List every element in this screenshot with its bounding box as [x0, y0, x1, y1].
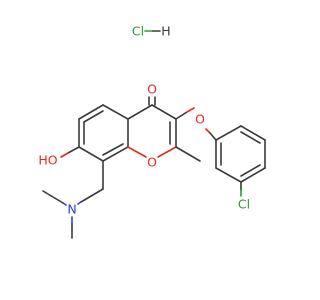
hcl-cl-label: Cl [132, 24, 144, 39]
ether-bond-2 [209, 132, 217, 141]
ether-bond-2o [205, 128, 211, 134]
amine-n-label: N [67, 202, 76, 217]
carbonyl-o-label: O [147, 82, 157, 97]
methyl-bond [175, 146, 201, 162]
ch2-n-bond [80, 188, 104, 203]
chlorophenyl-ring [215, 125, 266, 183]
ether-o-label: O [195, 112, 205, 127]
ch2-n-bond-n [77, 201, 82, 205]
n-me1-bond [42, 190, 64, 204]
hcl-h-label: H [161, 24, 170, 39]
hydroxyl-bond-o [60, 152, 69, 158]
benzo-ring [78, 104, 129, 162]
chloro-label: Cl [238, 197, 250, 212]
ether-bond-1 [175, 111, 188, 120]
pyranone-ring [127, 104, 177, 158]
hydroxyl-label: HO [38, 153, 57, 168]
ring-o-label: O [147, 155, 157, 170]
molecule-drawing: Cl H O O O HO N Cl [38, 24, 266, 239]
hydroxyl-bond [67, 146, 80, 154]
structure-canvas: Cl H O O O HO N Cl [38, 23, 266, 239]
ether-bond-1o [186, 107, 195, 113]
